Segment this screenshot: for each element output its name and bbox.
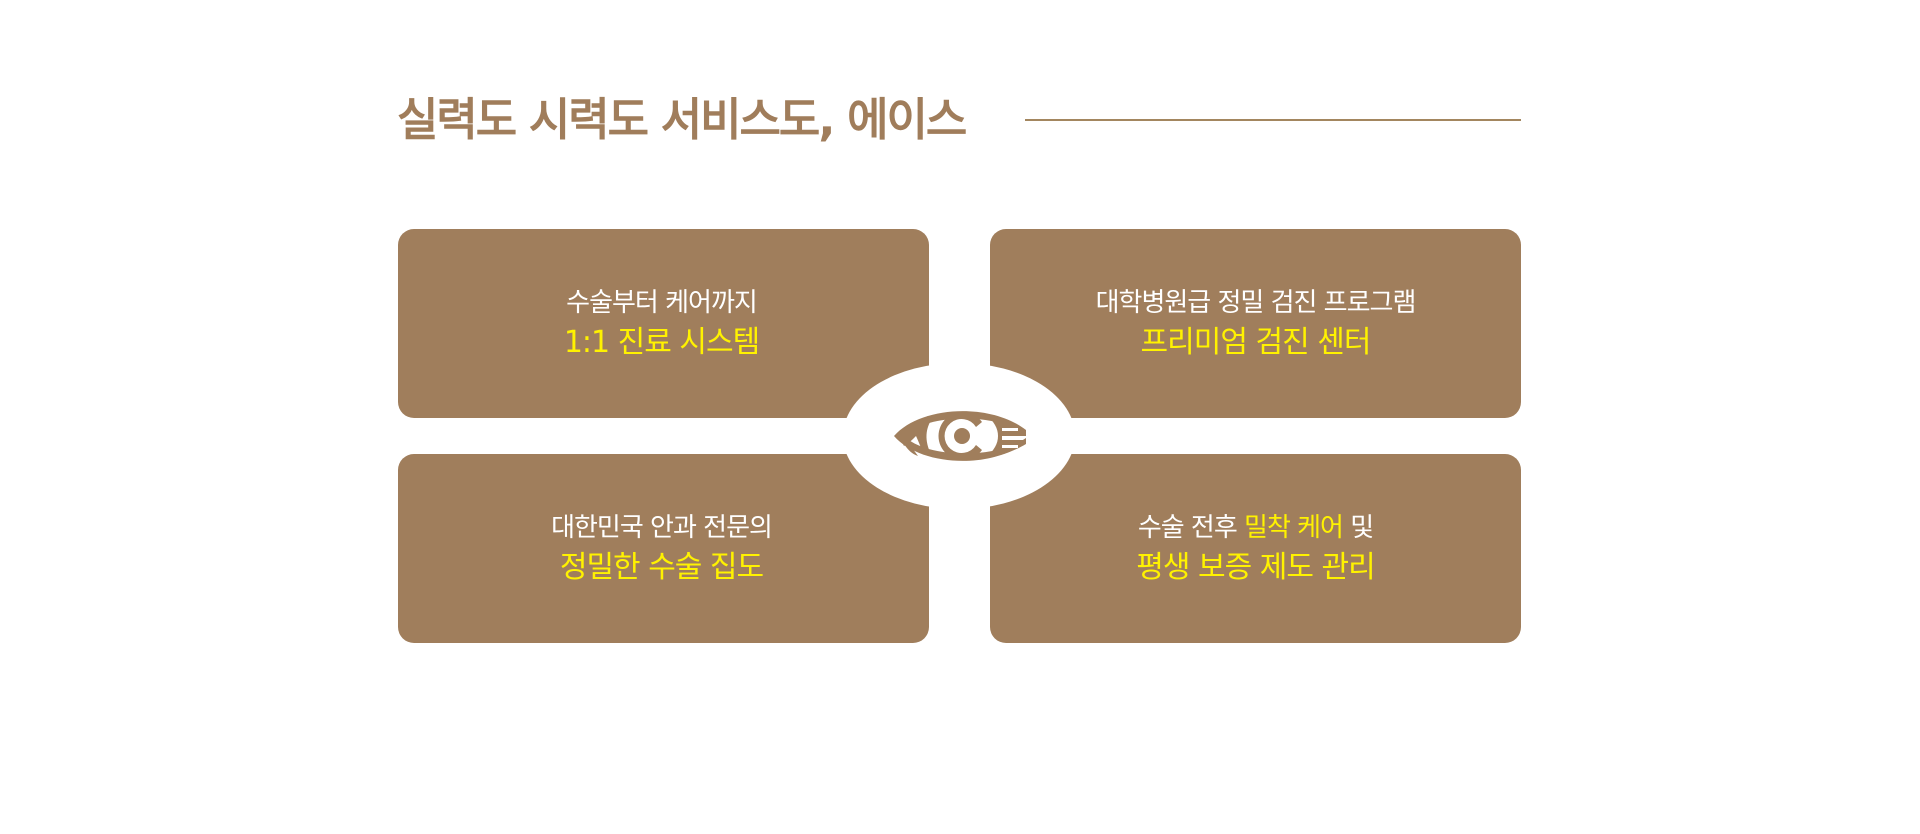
title-divider — [1025, 119, 1521, 121]
card-subtitle: 대학병원급 정밀 검진 프로그램 — [1095, 287, 1417, 318]
card-headline: 프리미엄 검진 센터 — [1140, 324, 1372, 360]
card-text-group: 대학병원급 정밀 검진 프로그램 프리미엄 검진 센터 — [1095, 284, 1417, 364]
card-subtitle-highlight: 밀착 케어 — [1244, 512, 1344, 543]
card-text-group: 수술 전후 밀착 케어 및 평생 보증 제도 관리 — [1136, 509, 1375, 589]
card-text-group: 대한민국 안과 전문의 정밀한 수술 집도 — [551, 509, 773, 589]
card-subtitle-part: 수술 전후 — [1137, 512, 1245, 543]
card-headline: 1:1 진료 시스템 — [563, 324, 760, 360]
card-headline: 평생 보증 제도 관리 — [1136, 549, 1375, 585]
card-text-group: 수술부터 케어까지 1:1 진료 시스템 — [563, 284, 760, 364]
card-headline: 정밀한 수술 집도 — [559, 549, 764, 585]
feature-card-surgeon: 대한민국 안과 전문의 정밀한 수술 집도 — [398, 454, 929, 643]
feature-card-consultation: 수술부터 케어까지 1:1 진료 시스템 — [398, 229, 929, 418]
card-subtitle-part: 및 — [1342, 512, 1374, 543]
card-subtitle: 수술부터 케어까지 — [566, 287, 758, 318]
feature-card-aftercare: 수술 전후 밀착 케어 및 평생 보증 제도 관리 — [990, 454, 1521, 643]
card-subtitle: 대한민국 안과 전문의 — [551, 512, 773, 543]
section-title: 실력도 시력도 서비스도, 에이스 — [397, 93, 967, 146]
feature-card-checkup: 대학병원급 정밀 검진 프로그램 프리미엄 검진 센터 — [990, 229, 1521, 418]
card-subtitle: 수술 전후 밀착 케어 및 — [1136, 509, 1374, 547]
ace-eye-logo-icon — [894, 411, 1026, 461]
